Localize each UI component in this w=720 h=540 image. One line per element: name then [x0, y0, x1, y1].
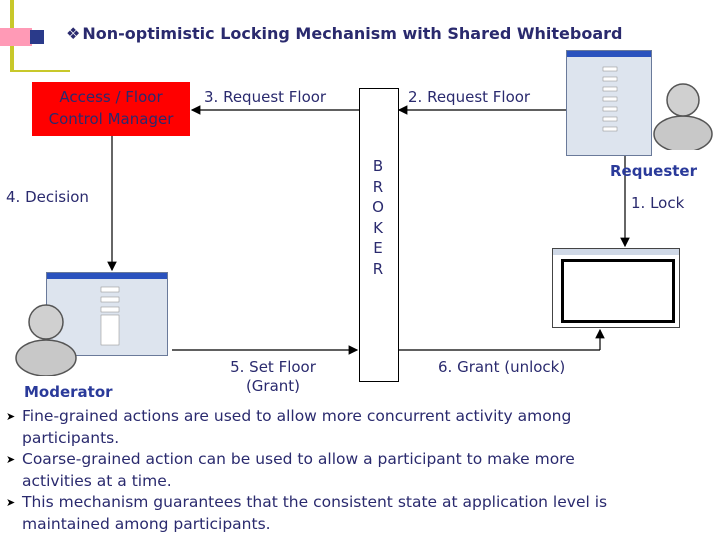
broker-letter: R: [372, 177, 384, 196]
bullet-item: ➤ Fine-grained actions are used to allow…: [6, 407, 572, 447]
broker-letter: R: [372, 259, 384, 278]
arrow-bullet-icon: ➤: [6, 496, 16, 509]
edge-1-label: 1. Lock: [631, 194, 685, 212]
manager-label-line1: Access / Floor: [59, 88, 163, 106]
title-text: Non-optimistic Locking Mechanism with Sh…: [82, 24, 623, 43]
moderator-person-icon: [15, 304, 77, 376]
edge-6-label: 6. Grant (unlock): [438, 358, 566, 376]
slide-title: ❖Non-optimistic Locking Mechanism with S…: [66, 24, 622, 43]
broker-node: [359, 88, 399, 382]
edge-3-label: 3. Request Floor: [204, 88, 327, 106]
decorative-line: [10, 70, 70, 72]
arrow-bullet-icon: ➤: [6, 453, 16, 466]
form-fields-icon: [100, 286, 120, 346]
broker-letter: B: [372, 157, 384, 175]
edge-5-label-line1: 5. Set Floor: [230, 358, 316, 376]
edge-5-label-line2: (Grant): [245, 377, 301, 395]
decorative-square-pink: [0, 28, 32, 46]
access-floor-control-manager-node: Access / Floor Control Manager: [32, 82, 190, 136]
broker-letter: O: [372, 198, 384, 216]
broker-letter: K: [373, 218, 383, 237]
edge-5-label: 5. Set Floor (Grant): [214, 358, 332, 396]
moderator-label: Moderator: [24, 383, 113, 401]
requester-person-icon: [653, 83, 713, 150]
manager-label-line2: Control Manager: [48, 110, 174, 128]
bullet-list: ➤ Fine-grained actions are used to allow…: [6, 406, 716, 535]
shared-whiteboard-icon: [552, 248, 680, 328]
requester-window-screenshot-icon: [566, 50, 652, 156]
form-fields-icon: [602, 66, 618, 132]
edge-4-label: 4. Decision: [6, 188, 89, 206]
bullet-item: ➤ Coarse-grained action can be used to a…: [6, 450, 575, 490]
decorative-square-blue: [30, 30, 44, 44]
broker-label: B R O K E R: [359, 156, 397, 279]
broker-letter: E: [373, 239, 383, 257]
arrow-bullet-icon: ➤: [6, 410, 16, 423]
diamond-bullet-icon: ❖: [66, 24, 81, 43]
requester-label: Requester: [610, 162, 697, 180]
edge-2-label: 2. Request Floor: [408, 88, 531, 106]
bullet-item: ➤ This mechanism guarantees that the con…: [6, 493, 608, 533]
